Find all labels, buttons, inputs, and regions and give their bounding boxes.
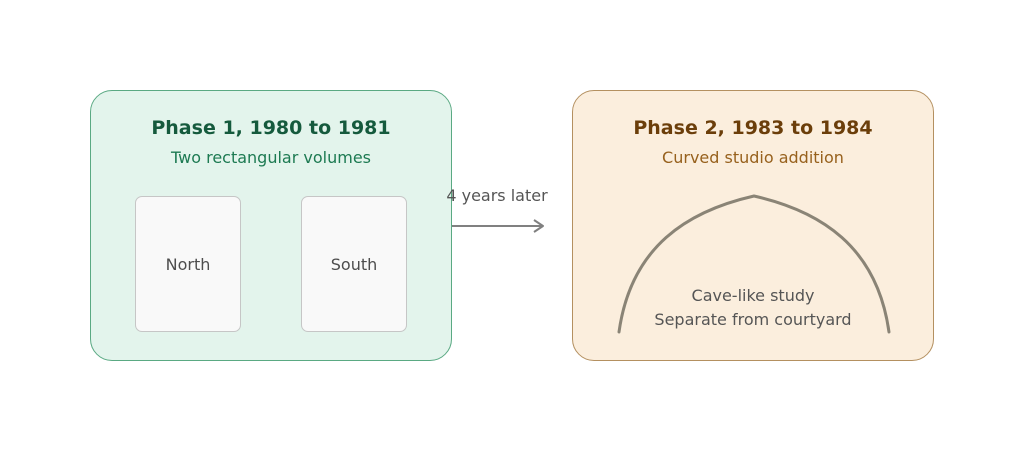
phase-2-panel: Phase 2, 1983 to 1984 Curved studio addi… bbox=[572, 90, 934, 361]
phase-2-title: Phase 2, 1983 to 1984 bbox=[633, 117, 873, 139]
phase-1-panel: Phase 1, 1980 to 1981 Two rectangular vo… bbox=[90, 90, 452, 361]
north-volume: North bbox=[135, 196, 241, 332]
transition-label: 4 years later bbox=[446, 186, 548, 205]
phase-2-subtitle: Curved studio addition bbox=[662, 148, 844, 167]
north-volume-label: North bbox=[165, 254, 211, 274]
curved-studio-arch bbox=[617, 194, 891, 334]
south-volume: South bbox=[301, 196, 407, 332]
study-description-line-2: Separate from courtyard bbox=[654, 310, 852, 329]
south-volume-label: South bbox=[330, 254, 378, 274]
transition-arrow bbox=[452, 219, 544, 233]
phase-1-subtitle: Two rectangular volumes bbox=[171, 148, 371, 167]
study-description-line-1: Cave-like study bbox=[691, 286, 815, 305]
phase-1-title: Phase 1, 1980 to 1981 bbox=[151, 117, 391, 139]
